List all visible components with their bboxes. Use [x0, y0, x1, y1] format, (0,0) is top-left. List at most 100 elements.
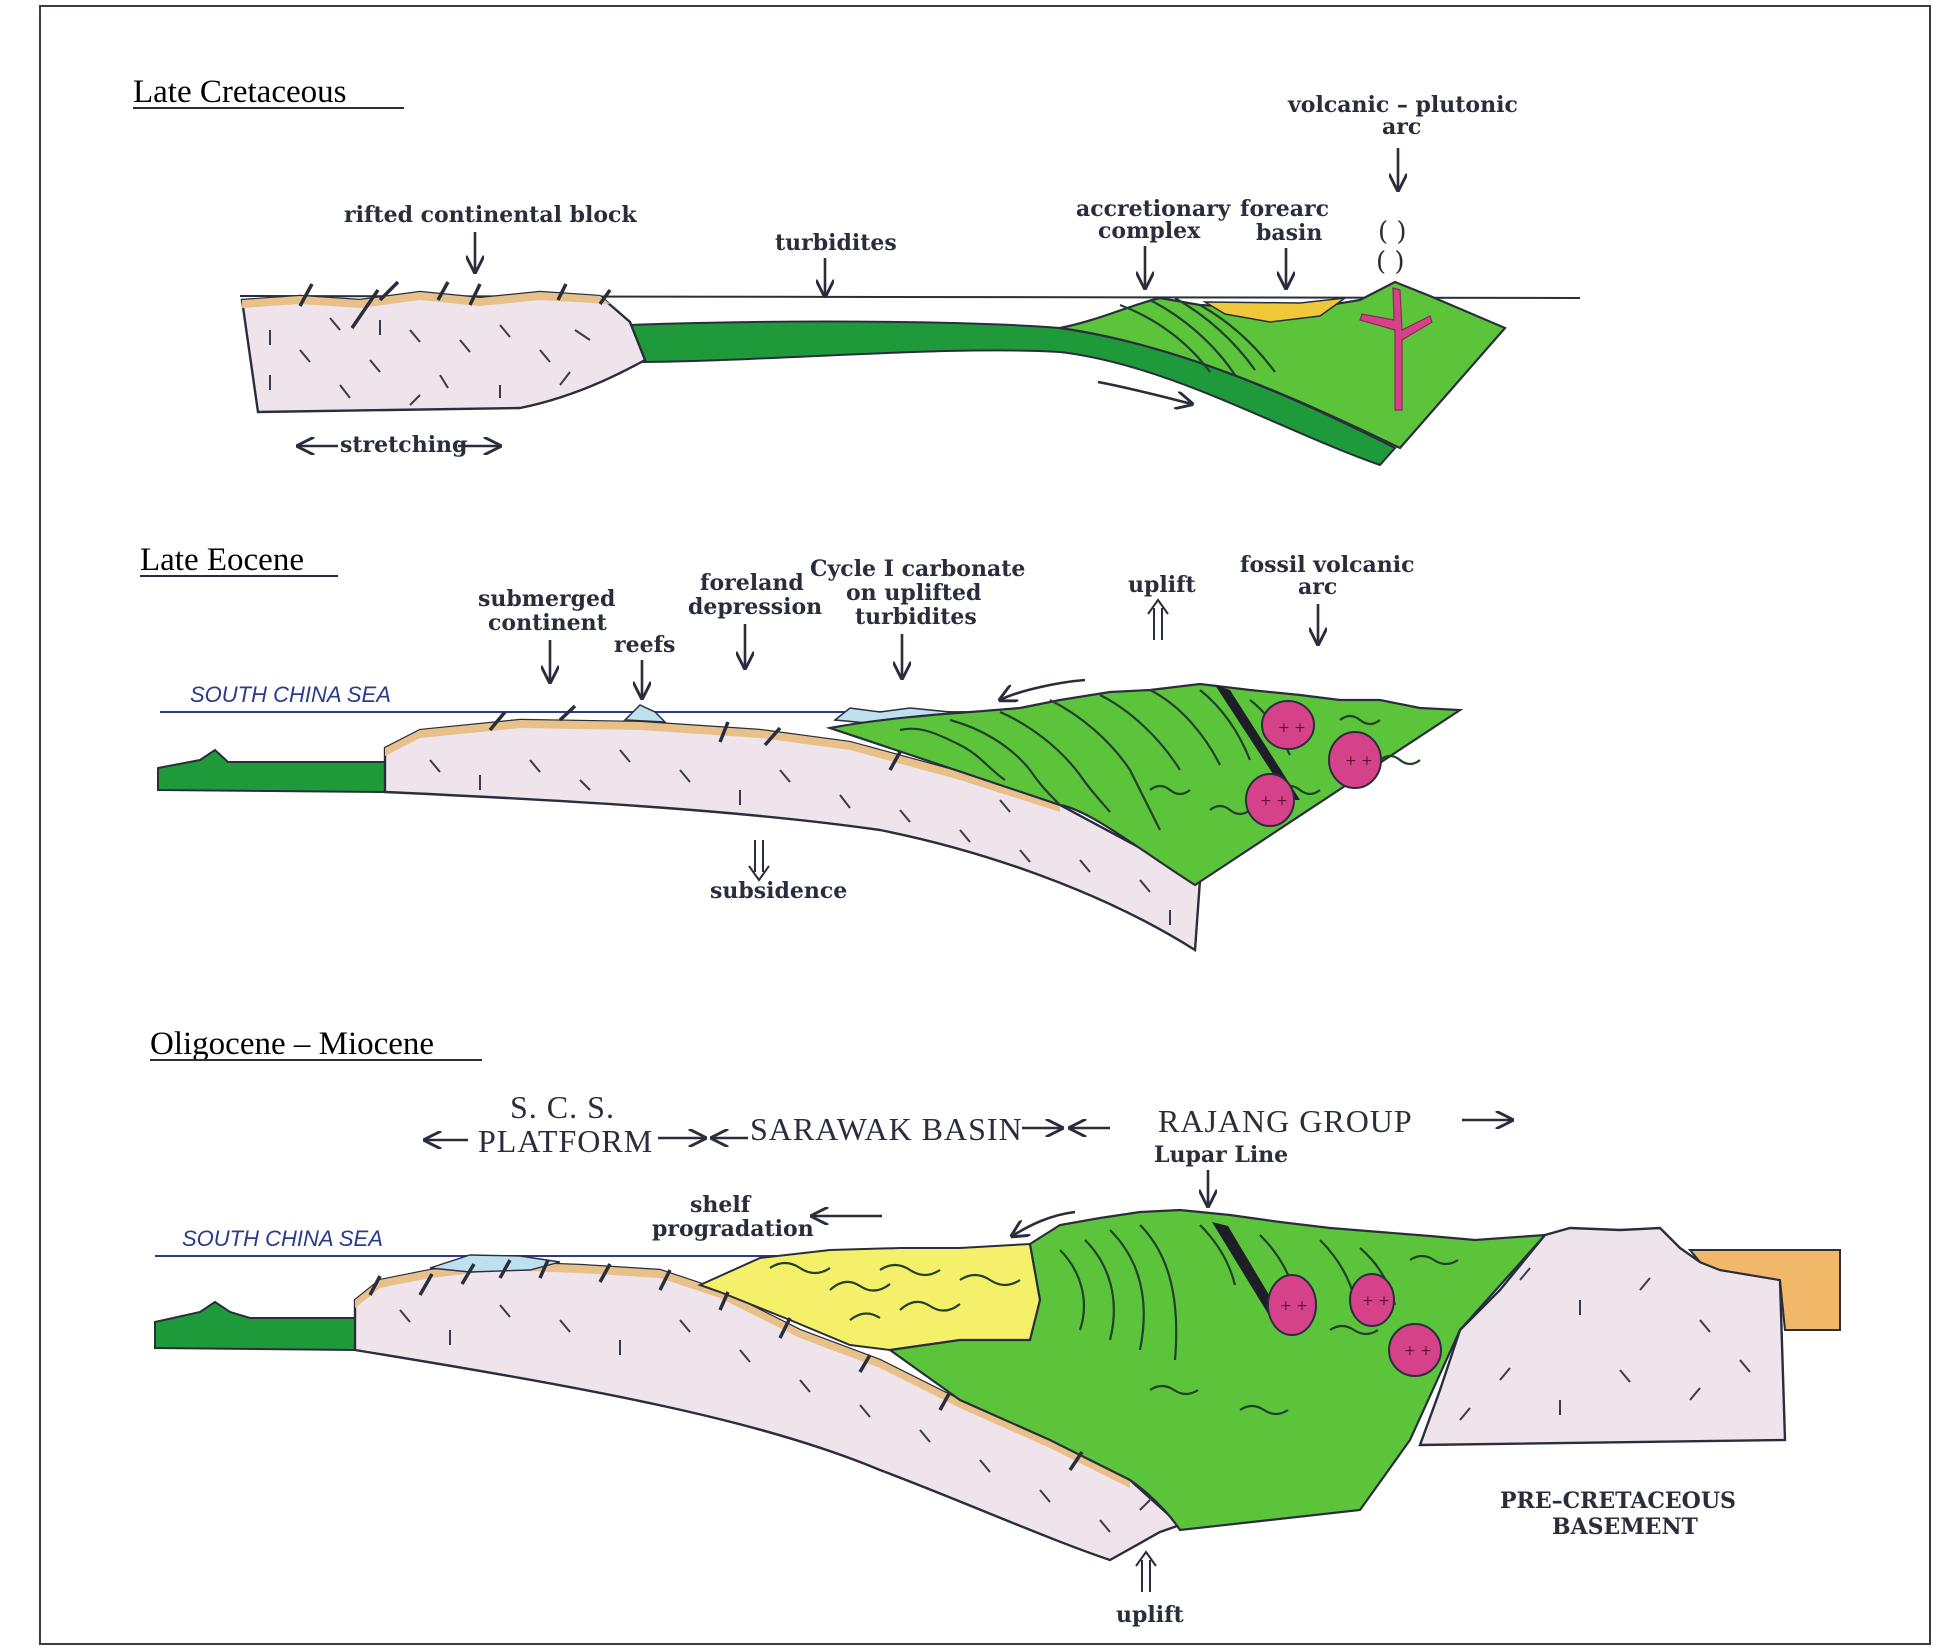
normal-fault: [538, 1259, 550, 1279]
normal-fault: [436, 281, 450, 301]
label-volcanic-plutonic: volcanic – plutonic: [1287, 92, 1518, 118]
label-south-china-sea: SOUTH CHINA SEA: [182, 1226, 383, 1251]
svg-text:+ +: + +: [1362, 1293, 1390, 1309]
label-lupar-line: Lupar Line: [1154, 1142, 1288, 1168]
normal-fault: [658, 1269, 672, 1291]
oceanic-crust: [629, 320, 1397, 467]
double-arrow-up: [1135, 1550, 1157, 1592]
thrust-line: [1174, 297, 1256, 371]
overthrust-arrow: [1000, 678, 1086, 700]
label-scs: S. C. S.: [510, 1089, 615, 1125]
label-turbidites: turbidites: [855, 604, 977, 630]
thrust-line: [1199, 304, 1276, 373]
label-turbidites: turbidites: [775, 230, 897, 256]
volcanic-plume-icon: ( ): [1376, 247, 1405, 277]
svg-text:+ +: + +: [1345, 753, 1373, 769]
volcanic-plume-icon: ( ): [1378, 217, 1407, 247]
label-foreland: foreland: [700, 570, 804, 596]
submerged-continent: [383, 718, 1202, 953]
normal-fault: [368, 1275, 382, 1296]
svg-text:+ +: + +: [1278, 720, 1306, 736]
label-basin: basin: [1256, 220, 1322, 246]
crust-pattern: [429, 749, 1171, 925]
label-shelf: shelf: [690, 1192, 752, 1218]
normal-fault: [888, 751, 902, 771]
svg-text:+ +: + +: [1260, 793, 1288, 809]
label-cycle-one-carbonate: Cycle I carbonate: [810, 556, 1025, 582]
label-pre-cretaceous: PRE–CRETACEOUS: [1500, 1488, 1736, 1514]
panel-title: Oligocene – Miocene: [150, 1026, 434, 1062]
normal-fault: [556, 283, 568, 301]
normal-fault: [598, 1263, 612, 1283]
panel-oligocene-miocene: Oligocene – Miocene S. C. S. PLATFORM SA…: [150, 1026, 1841, 1628]
label-arc: arc: [1382, 114, 1421, 140]
oceanic-crust: [154, 1300, 356, 1352]
forearc-basin-fill: [1202, 296, 1348, 323]
label-sarawak-basin: SARAWAK BASIN: [750, 1111, 1023, 1147]
pre-cretaceous-basement: [1418, 1226, 1787, 1447]
label-stretching: stretching: [340, 432, 467, 458]
thrust-fault: [1215, 685, 1300, 800]
normal-fault: [418, 1273, 434, 1296]
subduction-arrow: [1097, 380, 1192, 404]
normal-fault: [598, 288, 612, 306]
crust-pattern: [399, 1267, 1751, 1533]
label-on-uplifted: on uplifted: [846, 580, 981, 606]
normal-fault: [718, 1291, 730, 1311]
page-frame: [39, 5, 1931, 1645]
label-uplift: uplift: [1128, 572, 1197, 598]
sediment-veneer: [385, 720, 1060, 812]
label-subsidence: subsidence: [710, 878, 847, 904]
normal-fault: [718, 721, 730, 743]
label-forearc: forearc: [1240, 196, 1329, 222]
plutonic-intrusion: [1359, 287, 1433, 411]
sediment-veneer: [242, 292, 610, 308]
svg-text:+ +: + +: [1280, 1298, 1308, 1314]
label-depression: depression: [688, 594, 822, 620]
normal-fault: [378, 280, 400, 302]
normal-fault: [938, 1391, 952, 1411]
basement-cover: [1687, 1249, 1841, 1331]
pluton: [1267, 1274, 1317, 1336]
normal-fault: [858, 1354, 872, 1373]
normal-fault: [488, 710, 507, 732]
normal-fault: [460, 1263, 476, 1285]
panel-late-cretaceous: Late Cretaceous ( ) ( ): [133, 74, 1581, 467]
normal-fault: [778, 1317, 792, 1339]
label-complex: complex: [1098, 218, 1201, 244]
clinoform-lines: [769, 1261, 1021, 1321]
double-arrow-down: [748, 840, 770, 882]
pluton: [1245, 773, 1295, 827]
panel-title: Late Eocene: [140, 542, 304, 578]
label-continent: continent: [488, 610, 608, 636]
thrust-line: [1149, 299, 1236, 376]
pluton: [1328, 731, 1382, 789]
thrust-line: [1119, 303, 1211, 373]
pluton: [1349, 1273, 1395, 1327]
fossil-arc-plutons: + + + + + +: [1245, 700, 1382, 827]
normal-fault: [468, 283, 482, 306]
crust-pattern: [269, 317, 591, 406]
label-platform: PLATFORM: [478, 1123, 653, 1159]
label-arc: arc: [1298, 574, 1337, 600]
svg-text:+ +: + +: [1404, 1343, 1432, 1359]
sediment-veneer: [355, 1262, 1130, 1488]
overthrust-arrow: [1012, 1210, 1076, 1236]
normal-fault: [763, 726, 782, 747]
label-fossil-volcanic: fossil volcanic: [1240, 552, 1415, 578]
label-rajang-group: RAJANG GROUP: [1158, 1103, 1413, 1139]
normal-fault: [1068, 1451, 1084, 1471]
pluton: [1261, 700, 1315, 750]
label-reefs: reefs: [614, 632, 675, 658]
normal-fault: [558, 704, 577, 722]
double-arrow-up: [1147, 598, 1169, 640]
label-progradation: progradation: [652, 1216, 814, 1242]
panel-late-eocene: Late Eocene SOUTH CHINA SEA: [140, 542, 1464, 953]
plutons: + + + + + +: [1267, 1273, 1442, 1377]
label-submerged: submerged: [478, 586, 615, 612]
label-uplift: uplift: [1116, 1602, 1185, 1628]
label-basement: BASEMENT: [1552, 1514, 1699, 1540]
pluton: [1388, 1323, 1442, 1377]
normal-fault: [498, 1259, 512, 1279]
